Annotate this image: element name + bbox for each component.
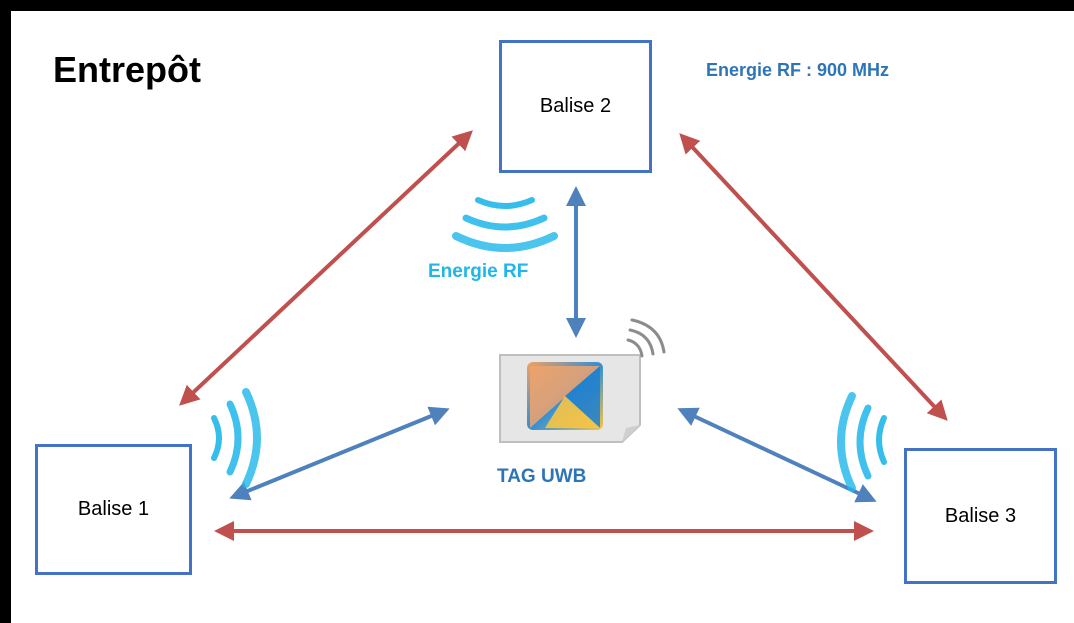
rf-wave-icon: [837, 392, 887, 492]
beacon-3-label: Balise 3: [944, 504, 1017, 527]
page-title: Entrepôt: [53, 49, 201, 90]
rf-wave-icon: [211, 388, 261, 488]
link-beacon1-beacon2: [179, 130, 473, 406]
rf-energy-label: Energie RF: [428, 261, 529, 282]
link-tag-beacon3: [677, 407, 877, 503]
beacon-2: Balise 2: [499, 40, 652, 173]
link-tag-beacon1: [229, 406, 450, 501]
link-beacon2-beacon3: [679, 133, 948, 421]
frequency-label: Energie RF : 900 MHz: [706, 60, 890, 80]
rf-wave-icon: [452, 197, 558, 252]
uwb-tag-icon: [499, 318, 666, 443]
tag-label: TAG UWB: [497, 466, 587, 487]
beacon-1: Balise 1: [35, 444, 192, 575]
beacon-2-label: Balise 2: [539, 95, 612, 117]
beacon-1-label: Balise 1: [77, 498, 150, 520]
beacon-3: Balise 3: [904, 448, 1057, 584]
